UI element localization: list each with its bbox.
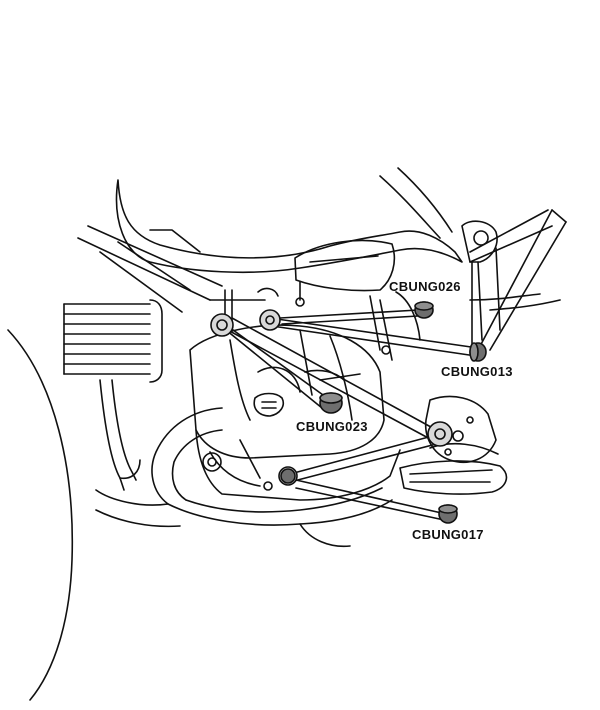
exhaust-header-tube xyxy=(151,407,223,505)
part-label-cbung017: CBUNG017 xyxy=(412,527,484,542)
cylinder-head-outline xyxy=(189,324,385,459)
mount-point-highlight xyxy=(427,421,453,447)
radiator-fins xyxy=(63,299,163,383)
footpeg-bracket xyxy=(424,395,497,464)
engine-block-outline xyxy=(195,429,401,501)
mount-point-highlight xyxy=(259,309,281,331)
part-label-cbung023: CBUNG023 xyxy=(296,419,368,434)
part-label-cbung026: CBUNG026 xyxy=(389,279,461,294)
fuel-tank-outline xyxy=(115,179,463,274)
rear-strut xyxy=(477,209,553,351)
mount-crossbars xyxy=(221,309,479,521)
mount-point-highlight xyxy=(210,313,234,337)
exhaust-pipe xyxy=(167,499,393,526)
bung-side-gray xyxy=(280,468,296,484)
frame-tube xyxy=(77,237,211,301)
rear-mount-plate xyxy=(461,220,498,263)
muffler-outline xyxy=(399,460,508,495)
front-wheel-outline xyxy=(7,329,74,701)
part-label-cbung013: CBUNG013 xyxy=(441,364,513,379)
seat-outline xyxy=(294,239,396,292)
cylinder-head-badge xyxy=(253,392,285,417)
